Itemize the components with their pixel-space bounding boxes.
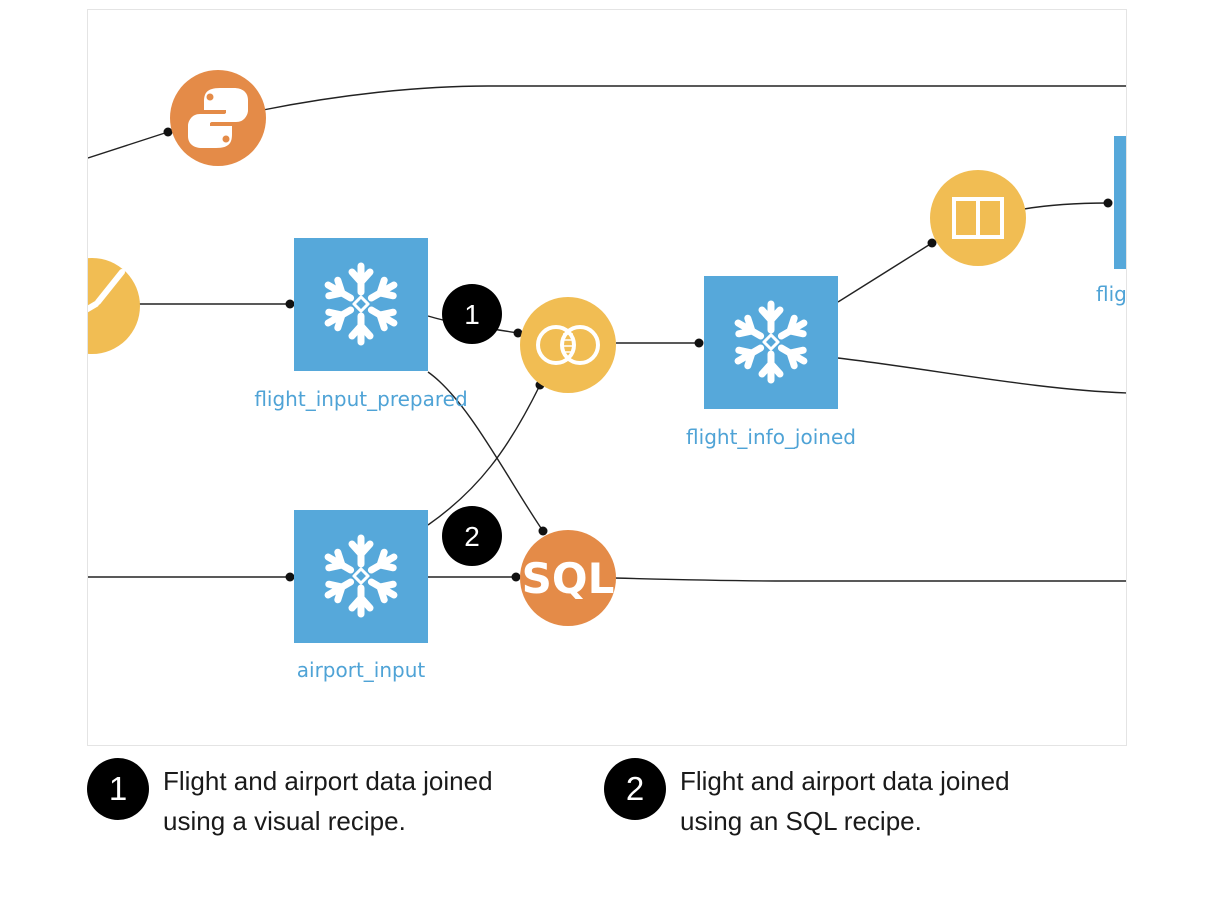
legend-line: using a visual recipe.	[163, 806, 406, 836]
edge-python-to-top-right	[262, 85, 1126, 111]
flow-canvas[interactable]: flight_input_prepared airport_input flig…	[87, 9, 1127, 746]
legend-text-1: Flight and airport data joined using a v…	[163, 761, 493, 841]
edge-dot	[1103, 198, 1113, 208]
legend-badge-2: 2	[604, 758, 666, 820]
edge-flight-input-to-sql	[427, 371, 544, 532]
dataset-label[interactable]: airport_input	[297, 658, 426, 682]
dataset-label[interactable]: flig	[1096, 282, 1127, 306]
edge-dot	[511, 572, 521, 582]
sql-text-icon: SQL	[522, 554, 615, 603]
legend-line: Flight and airport data joined	[163, 766, 493, 796]
edge-split-to-right	[1023, 202, 1109, 210]
svg-text:2: 2	[464, 521, 480, 552]
edge-dot	[694, 338, 704, 348]
legend-line: Flight and airport data joined	[680, 766, 1010, 796]
legend-badge-1: 1	[87, 758, 149, 820]
dataset-flight-info-joined[interactable]	[704, 276, 838, 409]
flow-graph: flight_input_prepared airport_input flig…	[88, 70, 1127, 682]
dataset-flight-input-prepared[interactable]	[294, 238, 428, 371]
split-columns-icon	[952, 197, 1004, 239]
callout-badge-1: 1	[442, 284, 502, 344]
edge-sql-to-right	[613, 577, 1126, 582]
prepare-recipe[interactable]	[88, 258, 140, 354]
edge-flight-info-to-right	[837, 357, 1126, 394]
edge-airport-to-join	[427, 384, 541, 526]
legend-text-2: Flight and airport data joined using an …	[680, 761, 1010, 841]
dataset-label[interactable]: flight_input_prepared	[254, 387, 467, 411]
callout-badge-2: 2	[442, 506, 502, 566]
edge-left-to-python	[88, 131, 169, 159]
sql-recipe[interactable]: SQL	[520, 530, 616, 626]
edge-dot	[163, 127, 173, 137]
edge-dot	[538, 526, 548, 536]
edge-flight-info-to-split	[837, 242, 933, 303]
join-circles-icon	[536, 325, 600, 365]
dataset-label[interactable]: flight_info_joined	[686, 425, 856, 449]
prepare-brush-icon	[88, 269, 125, 313]
join-recipe[interactable]	[520, 297, 616, 393]
legend-item-2: 2 Flight and airport data joined using a…	[604, 758, 1010, 841]
edge-dot	[285, 572, 295, 582]
edge-dot	[285, 299, 295, 309]
split-recipe[interactable]	[930, 170, 1026, 266]
dataset-partial-right[interactable]	[1114, 136, 1127, 269]
legend-item-1: 1 Flight and airport data joined using a…	[87, 758, 493, 841]
legend-line: using an SQL recipe.	[680, 806, 922, 836]
edge-dot	[927, 238, 937, 248]
python-icon	[188, 88, 248, 148]
svg-text:1: 1	[464, 299, 480, 330]
python-recipe[interactable]	[170, 70, 266, 166]
edge-dot	[513, 328, 523, 338]
dataset-airport-input[interactable]	[294, 510, 428, 643]
